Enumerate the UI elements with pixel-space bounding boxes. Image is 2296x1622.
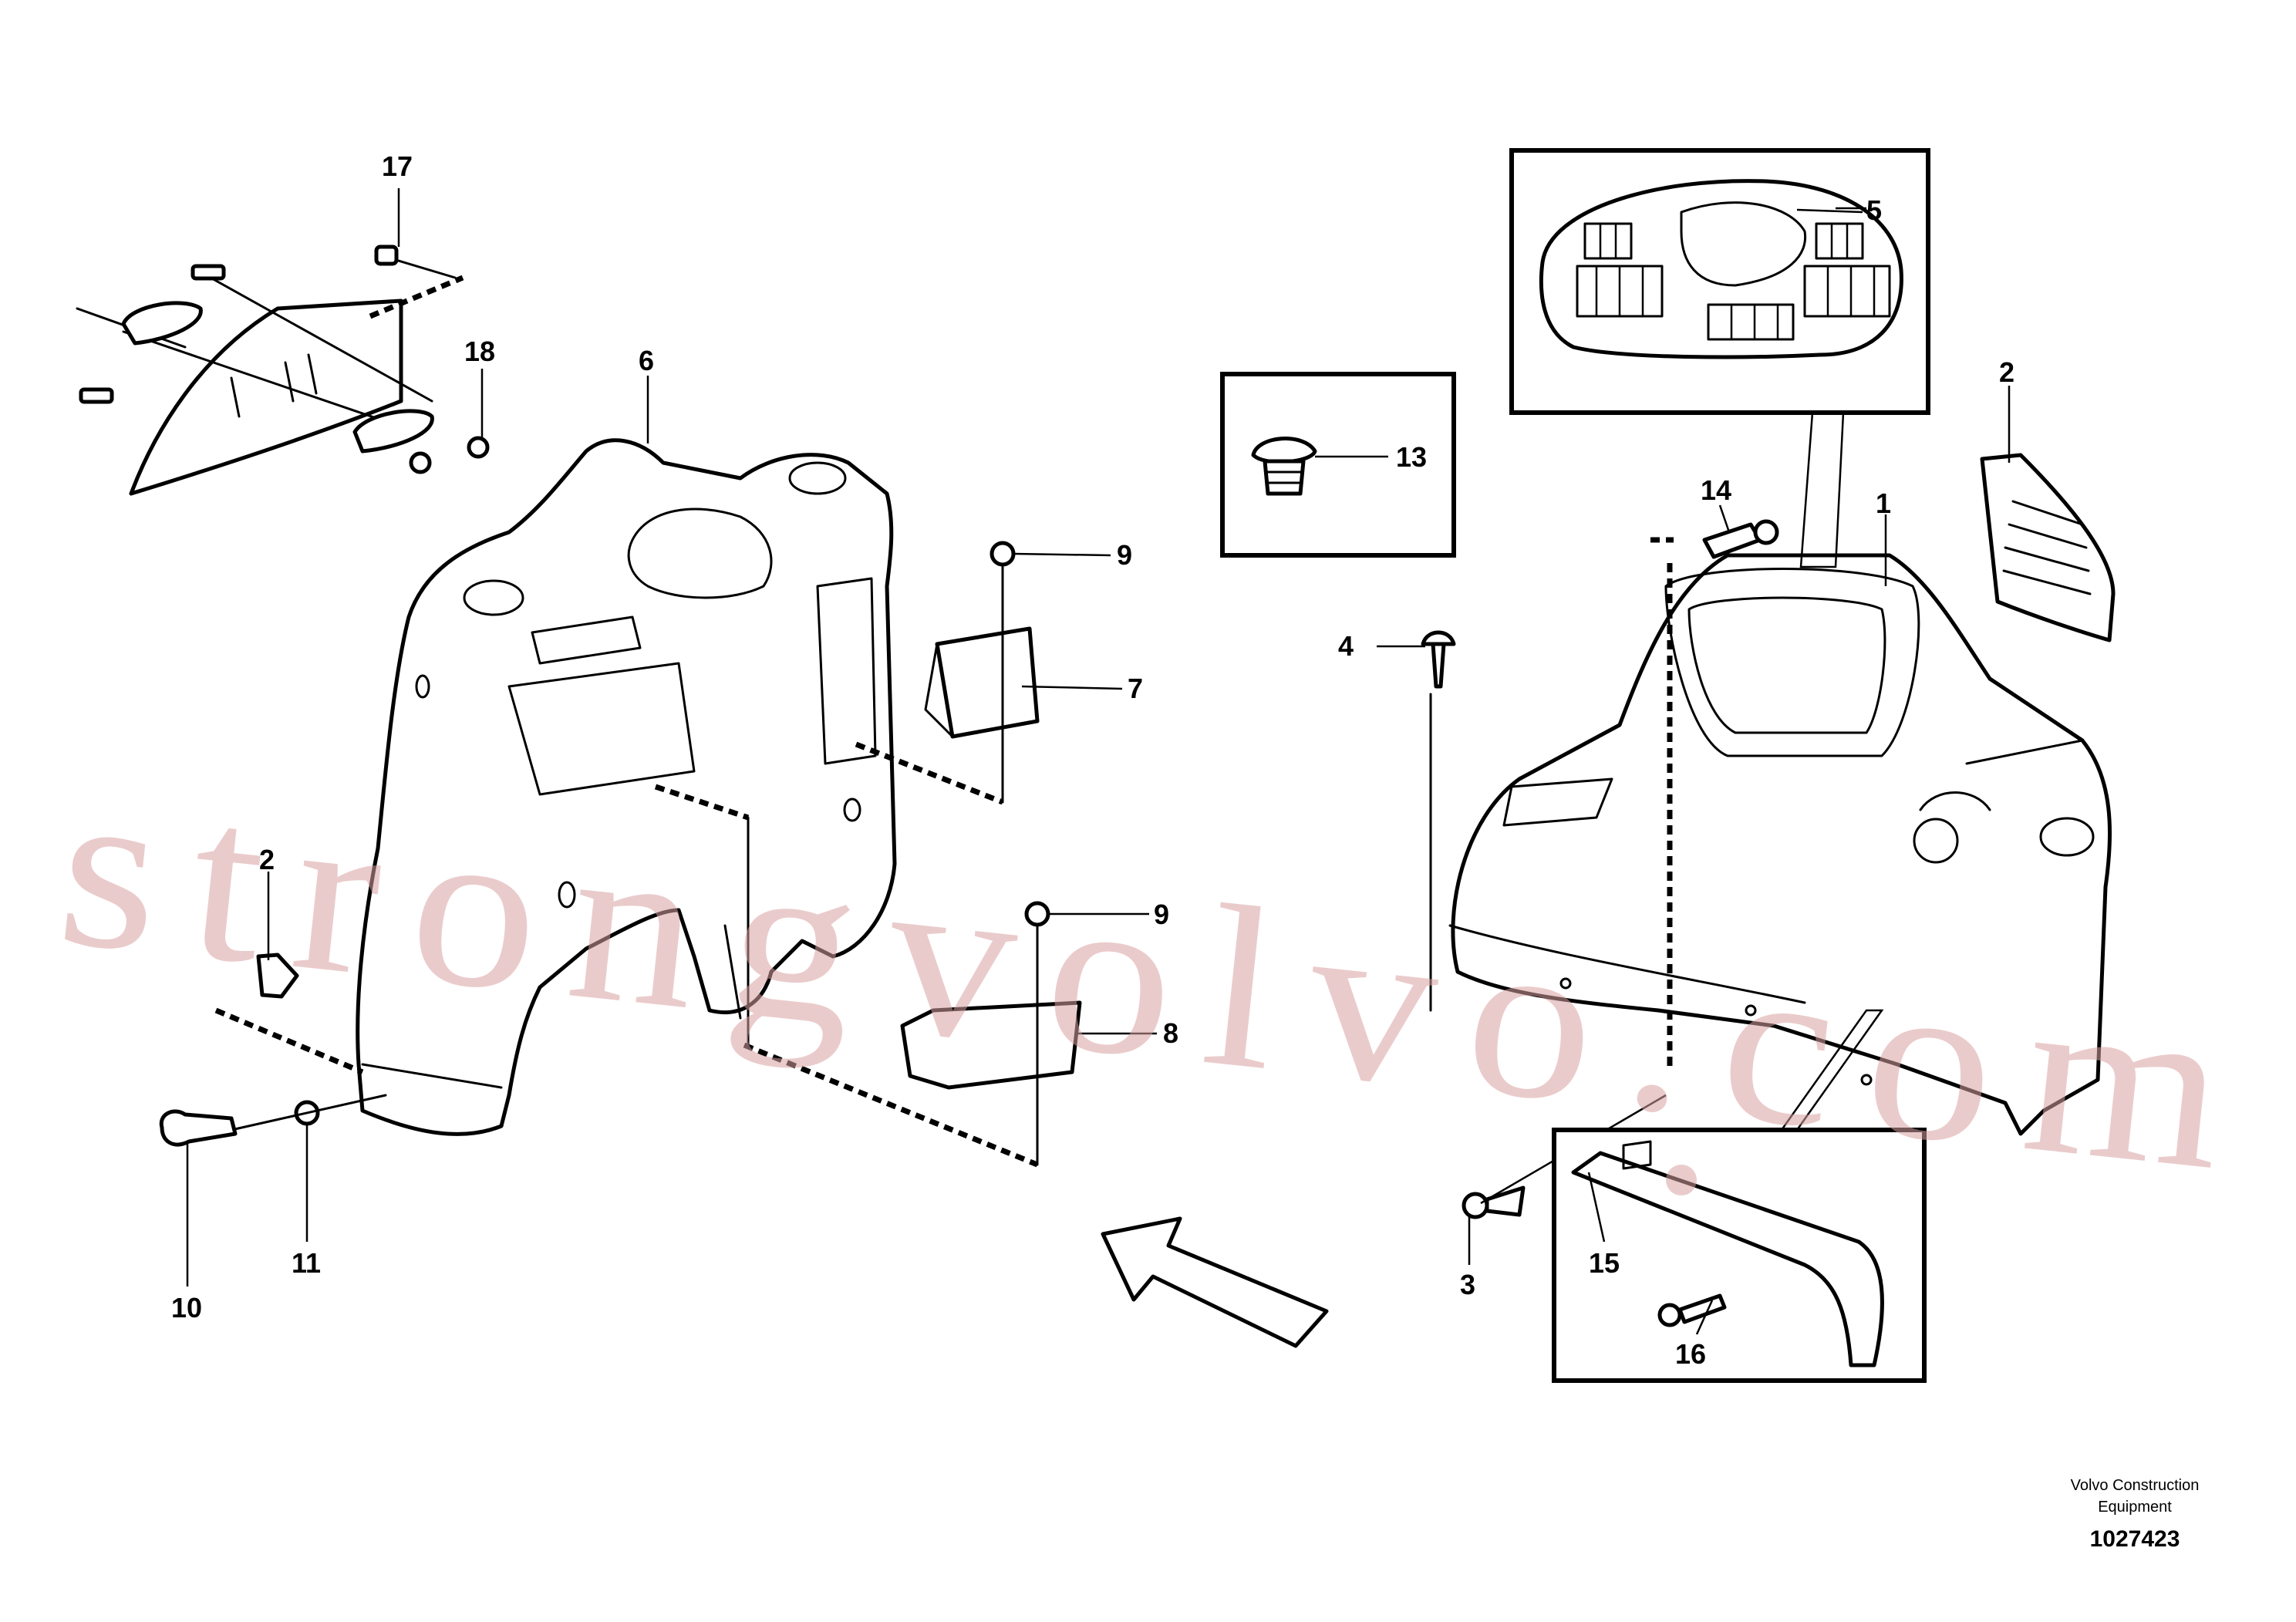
callout-4: 4 [1338, 630, 1354, 662]
callout-14: 14 [1701, 474, 1731, 506]
inset-frame-5 [1509, 148, 1930, 568]
callout-15: 15 [1589, 1247, 1620, 1279]
callout-2-right: 2 [1999, 356, 2014, 388]
dash-panel-1 [1429, 537, 2112, 1136]
callout-labels: 1 2 2 3 4 5 6 7 8 9 9 10 11 13 14 15 16 … [171, 150, 2014, 1370]
credit-line-1: Volvo Construction [2071, 1477, 2200, 1494]
callout-10: 10 [171, 1292, 202, 1324]
callout-7: 7 [1128, 673, 1143, 704]
steering-column-frame-6 [356, 438, 897, 1136]
callout-2-left: 2 [259, 844, 275, 875]
credit-line-2: Equipment [2098, 1499, 2172, 1516]
callout-17: 17 [382, 150, 413, 182]
cover-plate-assembly [76, 244, 490, 496]
callout-18: 18 [464, 336, 495, 367]
callout-9-upper: 9 [1117, 539, 1132, 571]
leader-lines [186, 188, 2011, 1335]
callout-9-lower: 9 [1154, 899, 1169, 930]
callout-13: 13 [1396, 441, 1427, 473]
callout-11: 11 [292, 1247, 321, 1279]
callout-8: 8 [1163, 1017, 1178, 1049]
clip-2-and-fasteners [159, 953, 387, 1147]
credit-block: Volvo Construction Equipment 1027423 [2071, 1477, 2200, 1552]
callout-1: 1 [1876, 487, 1891, 519]
bolt-14 [1702, 519, 1779, 559]
bracket-7 [855, 541, 1040, 805]
inset-frame-13 [1220, 372, 1456, 558]
callout-5: 5 [1866, 194, 1882, 226]
document-number: 1027423 [2090, 1526, 2180, 1552]
callout-16: 16 [1675, 1338, 1706, 1370]
callout-3: 3 [1460, 1269, 1475, 1300]
callout-6: 6 [639, 345, 654, 376]
bracket-8 [654, 784, 1082, 1168]
inset-frame-15-16 [1552, 1009, 1927, 1383]
direction-arrow [1101, 1216, 1329, 1348]
vent-grille-2 [1980, 453, 2116, 642]
